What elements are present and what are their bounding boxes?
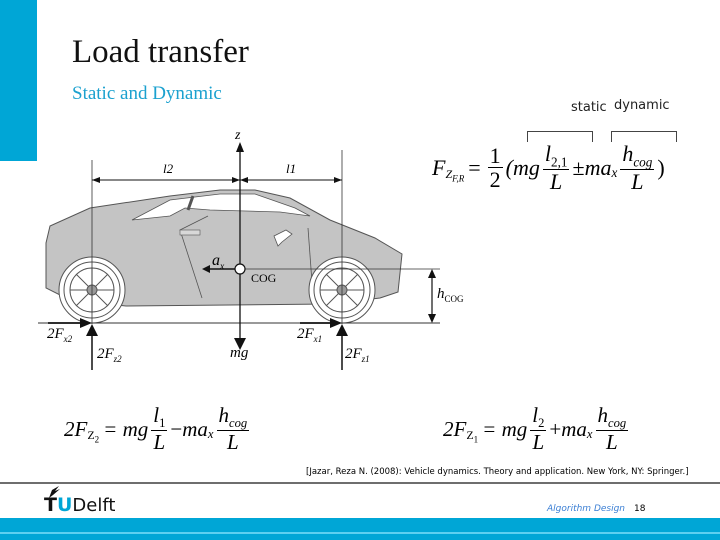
rear-eq-mg: = mg [103,416,149,441]
height-sub: COG [444,294,464,304]
front-vert-sub: z1 [361,354,370,364]
slide-subtitle: Static and Dynamic [72,83,222,104]
rear-eq-lhs: 2F [64,416,88,441]
eq-plus-minus: ± [572,155,585,181]
logo-t: T [44,494,57,516]
rear-vertical-force-label: 2Fz2 [97,346,122,364]
citation: [Jazar, Reza N. (2008): Vehicle dynamics… [306,467,689,477]
front-h-numerator: h [597,403,609,427]
eq-mg: (mg [505,155,540,181]
eq-lhs: F [432,155,446,181]
acceleration-label: ax [212,252,224,272]
weight-label: mg [230,345,249,361]
h-numerator: h [622,141,634,166]
front-long-text: 2F [297,326,314,342]
front-long-sub: x1 [313,334,323,344]
eq-lhs-sub: Z [445,167,453,182]
front-eq-ma-sub: x [586,426,593,441]
accel-sub: x [220,261,225,273]
eq-close-paren: ) [657,155,665,181]
height-text: h [437,286,445,302]
accent-side-bar [0,0,37,161]
front-eq-mg: = mg [482,416,528,441]
front-eq-ma: ma [561,416,587,441]
eq-ma-sub: x [611,165,618,181]
front-eq-plus: + [549,416,562,441]
logo-delft: Delft [72,495,116,516]
eq-ma: ma [584,155,612,181]
car-window [131,193,311,221]
front-l-numerator: l [532,403,539,427]
car-load-transfer-diagram [38,142,440,370]
rear-long-sub: x2 [63,334,73,344]
logo-u: U [56,494,73,516]
front-vertical-force-label: 2Fz1 [345,346,370,364]
rear-eq-ma: ma [182,416,208,441]
rear-h-numerator: h [218,403,230,427]
course-name: Algorithm Design [547,504,626,514]
rear-eq-lhs-sub: Z [87,428,95,443]
eq-equals: = [468,155,481,181]
rear-h-denominator: L [227,430,239,455]
half-denominator: 2 [489,167,501,193]
front-l-denominator: L [532,430,545,455]
front-vert-text: 2F [345,346,362,362]
front-l-sub: 2 [538,416,545,431]
dynamic-label: dynamic [614,98,670,113]
front-h-denominator: L [606,430,618,455]
dynamic-bracket [611,131,677,142]
rear-eq-minus: − [170,416,183,441]
page-number: 18 [634,504,646,514]
half-numerator: 1 [487,143,503,169]
rear-long-text: 2F [47,326,64,342]
rear-l-denominator: L [153,430,166,455]
rear-vert-sub: z2 [113,354,122,364]
l-numerator-sub: 2,1 [551,154,568,170]
cog-label: COG [251,271,277,285]
rear-longitudinal-force-label: 2Fx2 [47,326,72,344]
front-eq-lhs-sub: Z [466,428,474,443]
dim-rear-text: l2 [163,161,174,176]
rear-vert-text: 2F [97,346,114,362]
front-eq-lhs: 2F [443,416,467,441]
footer-divider [0,482,720,484]
rear-l-numerator: l [153,403,160,427]
l-denominator: L [550,169,563,195]
front-longitudinal-force-label: 2Fx1 [297,326,322,344]
z-axis-label: z [235,128,241,143]
rear-eq-lhs-subsub: 2 [94,434,100,445]
dim-front-text: l1 [286,161,297,176]
static-bracket [527,131,593,142]
rear-h-sub: cog [229,416,248,431]
h-denominator: L [631,169,644,195]
slide-title: Load transfer [72,34,249,70]
eq-lhs-subsub: F,R [452,173,465,184]
l-numerator: l [544,141,551,166]
accel-text: a [212,252,220,269]
dimension-l2-label: l2 [163,161,173,177]
cog-height-label: hCOG [437,286,464,304]
static-label: static [571,100,607,115]
h-numerator-sub: cog [633,154,653,170]
front-eq-lhs-subsub: 1 [473,434,479,445]
rear-eq-ma-sub: x [207,426,214,441]
footer-stripe [0,532,720,534]
rear-l-sub: 1 [159,416,166,431]
dimension-l1-label: l1 [286,161,296,177]
footer-band [0,518,720,540]
front-h-sub: cog [608,416,627,431]
flame-icon [49,486,60,498]
